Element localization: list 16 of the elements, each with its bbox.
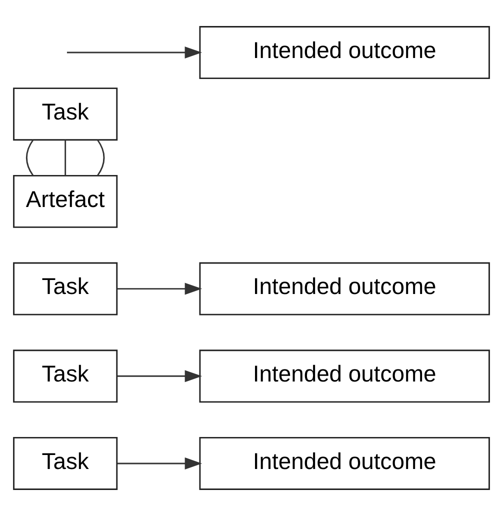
node-box: Intended outcome [199, 26, 490, 79]
node-box: Task [13, 350, 118, 403]
node-box: Intended outcome [199, 262, 490, 316]
connector [97, 140, 105, 176]
node-box: Intended outcome [199, 350, 490, 403]
arrow [117, 457, 202, 470]
node-box: Artefact [13, 174, 118, 228]
arrow [117, 282, 202, 295]
connector [26, 140, 34, 176]
arrow [66, 46, 202, 59]
connector [64, 140, 66, 176]
node-box: Task [13, 437, 118, 490]
node-box: Task [13, 88, 118, 141]
arrow [117, 370, 202, 382]
node-box: Task [13, 262, 118, 316]
node-box: Intended outcome [199, 437, 490, 490]
